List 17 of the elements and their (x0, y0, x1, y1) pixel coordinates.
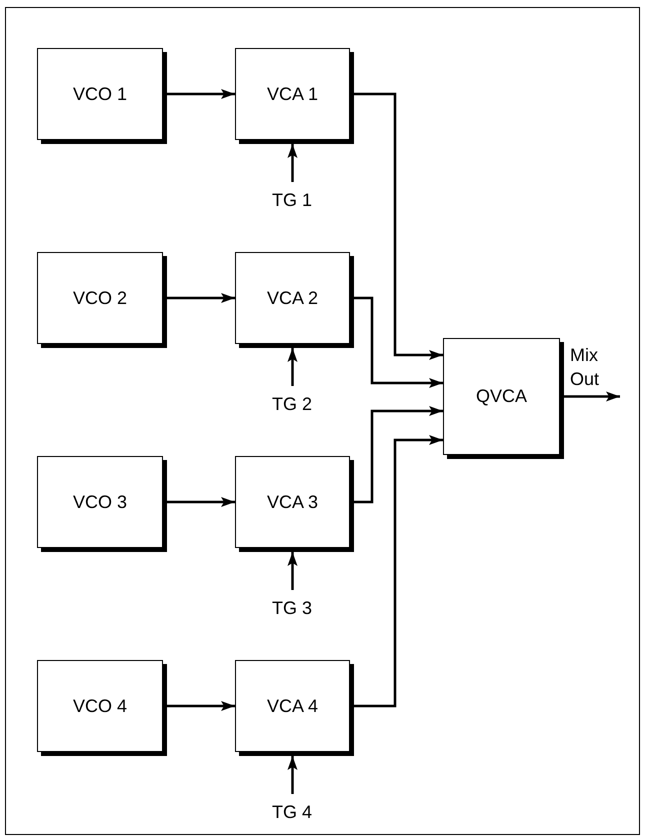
signal-label: TG 3 (272, 598, 312, 618)
signal-arrow (288, 144, 298, 182)
signal-label: TG 2 (272, 394, 312, 414)
signal-label: TG 1 (272, 190, 312, 210)
block-label: VCA 1 (266, 84, 318, 104)
block-label: VCA 3 (266, 492, 318, 512)
block-label: VCO 4 (72, 696, 128, 716)
block-label: VCO 3 (72, 492, 128, 512)
block-label: VCA 4 (266, 696, 318, 716)
block-label: VCO 2 (72, 288, 128, 308)
block-label: VCA 2 (266, 288, 318, 308)
signal-arrow (288, 552, 298, 590)
signal-label: TG 4 (272, 802, 312, 822)
block-label: QVCA (476, 386, 527, 407)
signal-arrow (288, 756, 298, 794)
signal-arrow (288, 348, 298, 386)
block-label: VCO 1 (72, 84, 128, 104)
